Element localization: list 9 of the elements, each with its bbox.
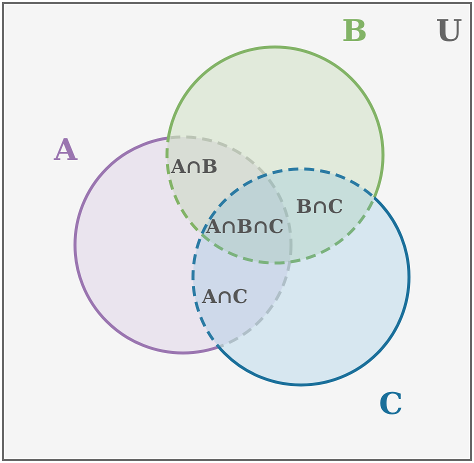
intersection-label: A∩B — [171, 158, 218, 177]
intersection-label: A∩B∩C — [206, 218, 284, 237]
intersection-label: A∩C — [202, 288, 248, 307]
set-label: A — [54, 136, 78, 166]
set-label: C — [379, 390, 403, 420]
set-circle — [167, 47, 383, 263]
set-label: U — [436, 17, 462, 47]
intersection-label: B∩C — [296, 198, 344, 217]
set-label: B — [342, 17, 368, 47]
